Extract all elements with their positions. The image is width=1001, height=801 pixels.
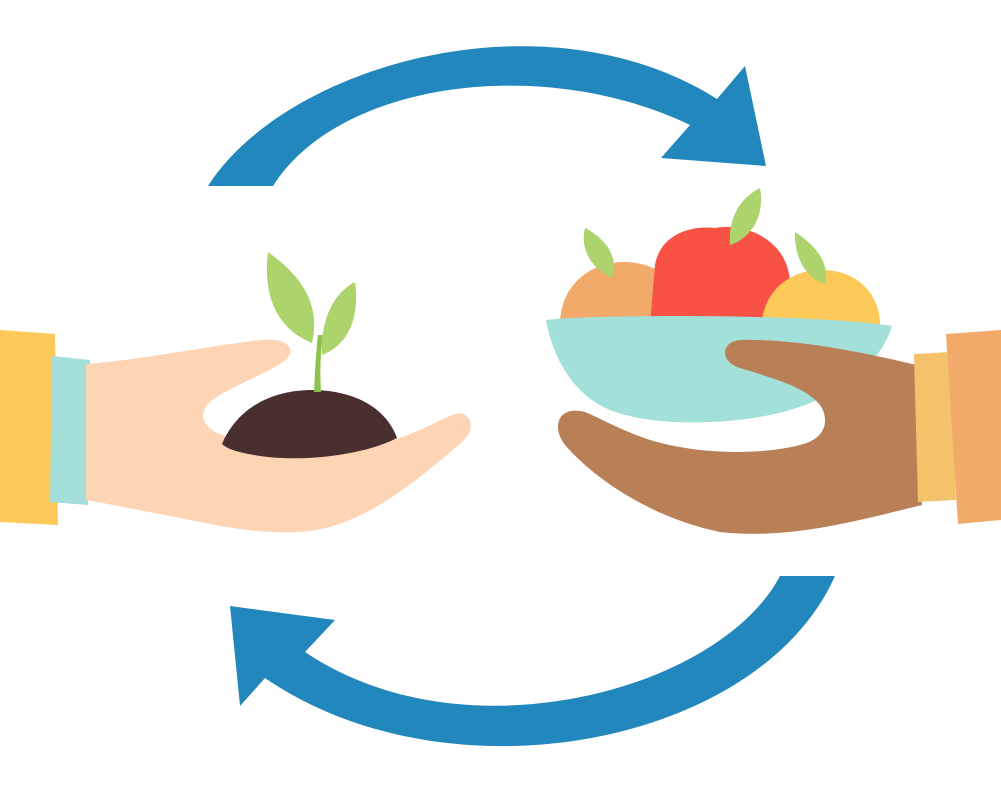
arrow-clockwise-top-icon — [208, 46, 766, 186]
seedling-icon — [222, 252, 397, 459]
left-sleeve — [0, 330, 58, 525]
receiving-hand-icon — [557, 339, 922, 534]
arrow-clockwise-bottom-icon — [230, 576, 835, 747]
right-sleeve — [946, 330, 1001, 524]
fruit-bowl-icon — [546, 188, 892, 423]
giving-hand-icon — [86, 339, 471, 533]
left-cuff — [50, 356, 90, 505]
right-cuff — [914, 352, 956, 502]
